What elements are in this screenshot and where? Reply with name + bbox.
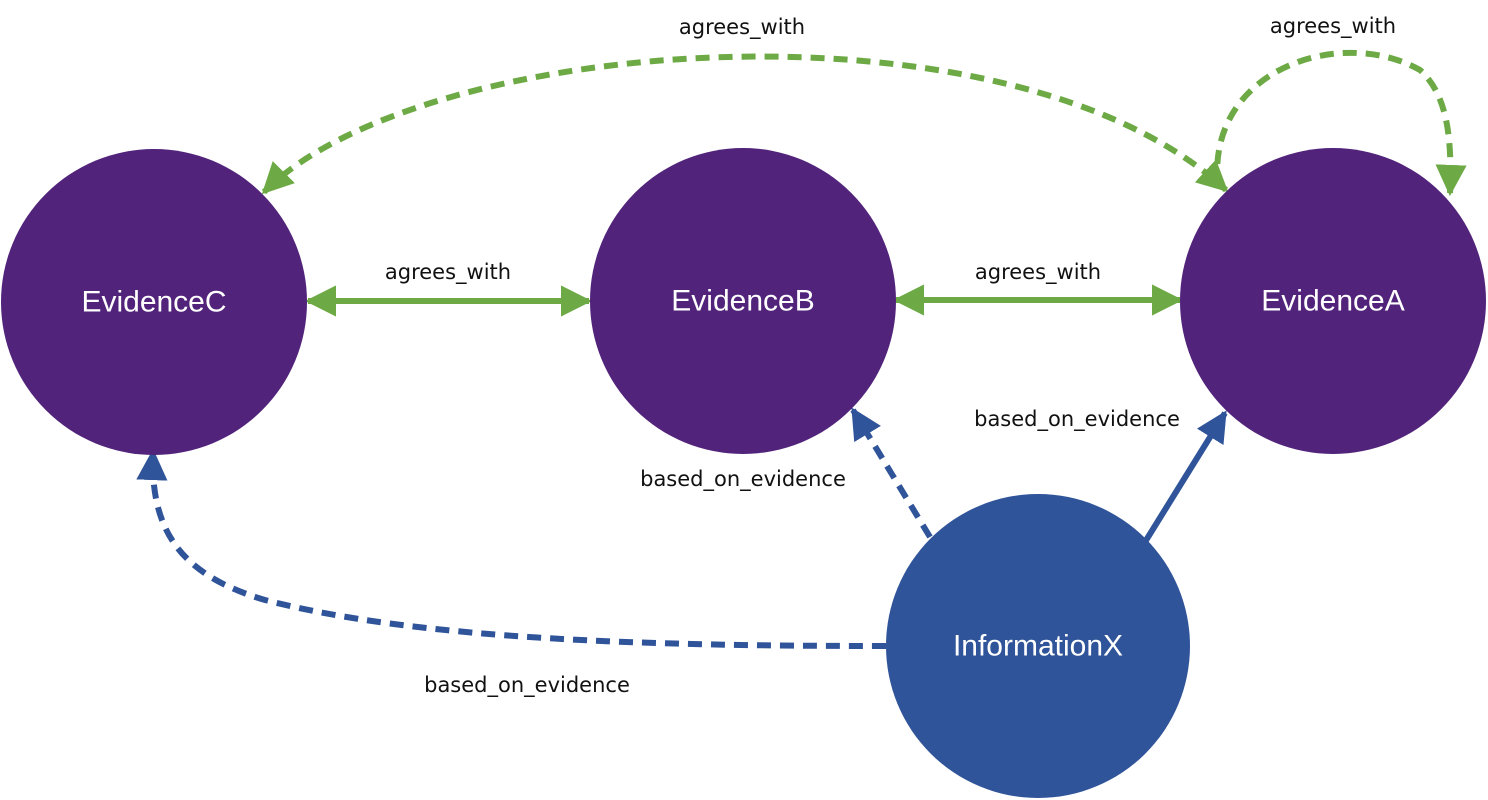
edge-x-b-based xyxy=(850,407,933,539)
node-evidence-a-label: EvidenceA xyxy=(1261,285,1404,318)
edge-label-b-a: agrees_with xyxy=(975,260,1101,285)
edge-label-x-a: based_on_evidence xyxy=(974,407,1180,432)
edge-label-x-b: based_on_evidence xyxy=(640,467,846,492)
node-information-x-label: InformationX xyxy=(953,630,1123,663)
node-evidence-b-label: EvidenceB xyxy=(671,285,814,318)
edge-label-c-b: agrees_with xyxy=(385,260,511,285)
node-evidence-c-label: EvidenceC xyxy=(81,286,226,319)
node-information-x: InformationX xyxy=(886,494,1190,798)
node-evidence-c: EvidenceC xyxy=(1,149,307,455)
edge-x-a-based xyxy=(1142,410,1228,544)
edge-a-self-agrees xyxy=(1214,49,1467,197)
edge-x-c-based xyxy=(136,448,887,649)
node-evidence-b: EvidenceB xyxy=(590,148,896,454)
edge-label-a-c: agrees_with xyxy=(679,15,805,40)
node-evidence-a: EvidenceA xyxy=(1180,148,1486,454)
edge-a-c-agrees xyxy=(261,53,1229,195)
edge-label-a-self: agrees_with xyxy=(1270,14,1396,39)
edge-label-x-c: based_on_evidence xyxy=(424,673,630,698)
